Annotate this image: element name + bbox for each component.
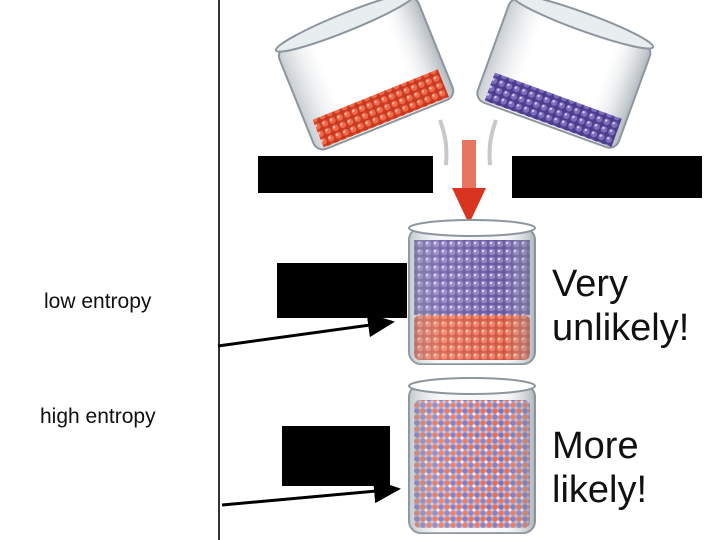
mixed-beaker	[408, 377, 536, 534]
more-likely-line-2: likely!	[552, 469, 648, 511]
redacted-block-middle	[277, 263, 407, 318]
right-pour-stream	[487, 119, 498, 166]
very-unlikely-line-1: Very	[552, 263, 629, 305]
high-entropy-arrow	[221, 479, 401, 507]
left-pour-stream	[438, 119, 449, 166]
more-likely-label: More likely!	[552, 424, 647, 512]
high-entropy-label: high entropy	[40, 405, 156, 428]
right-pouring-beaker	[476, 0, 655, 149]
redacted-block-left	[258, 156, 433, 193]
low-entropy-label: low entropy	[44, 290, 152, 313]
very-unlikely-label: Very unlikely!	[552, 262, 689, 350]
redacted-block-bottom	[282, 426, 390, 486]
very-unlikely-line-2: unlikely!	[552, 307, 690, 349]
more-likely-line-1: More	[552, 425, 639, 467]
redacted-block-right	[512, 156, 702, 198]
low-entropy-arrow	[217, 313, 395, 348]
separated-beaker	[408, 219, 536, 365]
mixing-arrow	[452, 140, 486, 224]
left-pouring-beaker	[274, 0, 455, 151]
